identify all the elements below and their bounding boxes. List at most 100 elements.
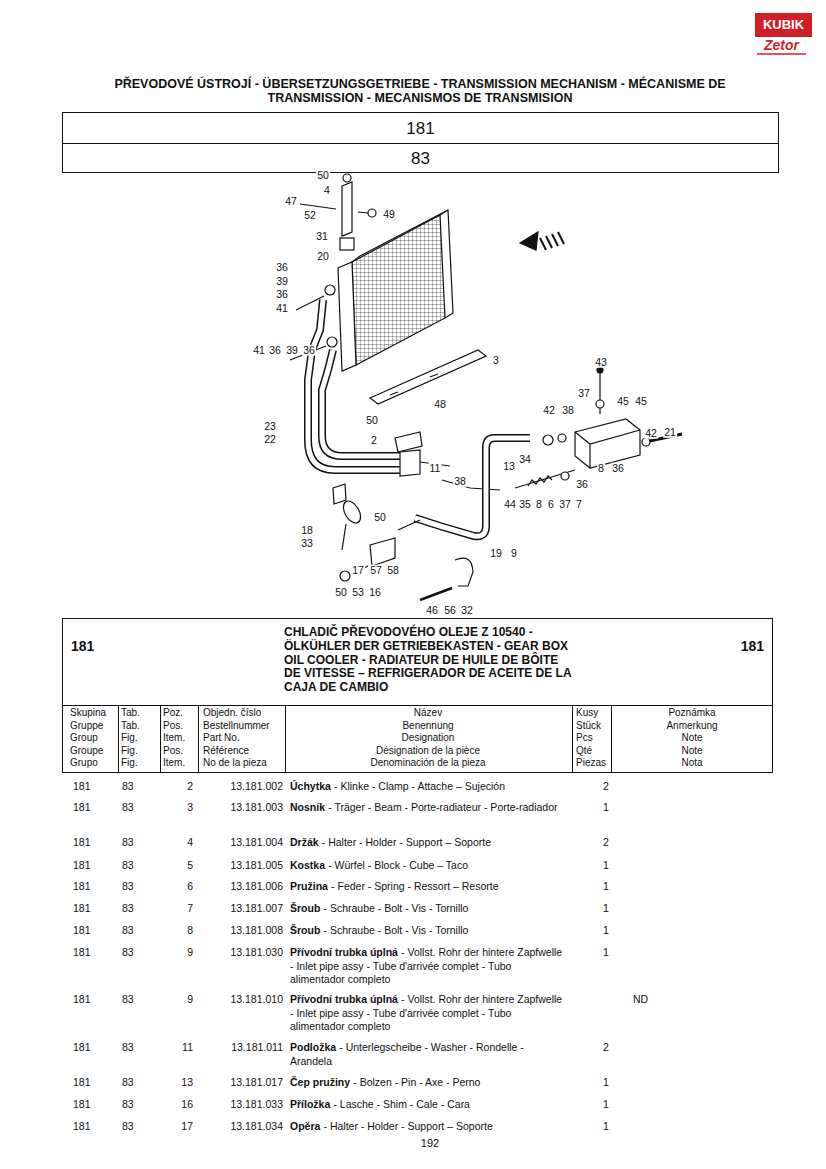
- column-header: Note: [681, 745, 702, 756]
- callout-number: 42: [644, 428, 658, 439]
- column-header: Poz.: [163, 707, 183, 718]
- description-cell: Úchytka- Klinke - Clamp - Attache – Suje…: [290, 780, 568, 794]
- callout-number: 23: [263, 421, 277, 432]
- description-cell: Nosník- Träger - Beam - Porte-radiateur …: [290, 801, 568, 815]
- callout-number: 32: [460, 605, 474, 616]
- quantity-cell: 1: [603, 801, 609, 815]
- callout-number: 18: [300, 525, 314, 536]
- callout-number: 33: [300, 538, 314, 549]
- callout-number: 36: [275, 289, 289, 300]
- quantity-cell: 1: [603, 859, 609, 873]
- bolt: [420, 588, 452, 600]
- column-header: Designation: [402, 732, 455, 743]
- column-header: Fig.: [121, 745, 138, 756]
- group-cell: 181: [73, 859, 91, 873]
- figure-cell: 83: [122, 1076, 134, 1090]
- part-name-cz: Podložka: [290, 1041, 336, 1053]
- part-name-translations: - Würfel - Block - Cube – Taco: [328, 859, 468, 871]
- callout-number: 36: [275, 262, 289, 273]
- part-number: 13.181.034: [230, 1120, 283, 1134]
- callout-number: 36: [575, 479, 589, 490]
- column-header: Benennung: [402, 720, 453, 731]
- item-cell: 17: [181, 1120, 193, 1134]
- note-cell: ND: [633, 993, 648, 1007]
- callout-number: 37: [577, 388, 591, 399]
- arrow-hatch: [540, 232, 564, 250]
- part-name-translations: - Träger - Beam - Porte-radiateur - Port…: [328, 801, 557, 813]
- column-header: Fig.: [121, 732, 138, 743]
- sender: [340, 498, 364, 526]
- part-name-cz: Kostka: [290, 859, 325, 871]
- item-cell: 2: [187, 780, 193, 794]
- outlet-pipe: [415, 438, 530, 536]
- callout-number: 48: [433, 399, 447, 410]
- figure-cell: 83: [122, 1041, 134, 1055]
- part-name-cz: Čep pružiny: [290, 1076, 350, 1088]
- washer: [558, 434, 566, 442]
- column-header: Pos.: [163, 720, 183, 731]
- part-number: 13.181.010: [230, 993, 283, 1007]
- part-name-translations: - Lasche - Shim - Cale - Cara: [333, 1098, 470, 1110]
- item-cell: 11: [182, 1041, 193, 1055]
- part-number: 13.181.008: [230, 924, 283, 938]
- rubber-block: [340, 238, 354, 250]
- logo-underline: [757, 53, 806, 55]
- item-cell: 16: [181, 1098, 193, 1112]
- figure-number-box: 83: [62, 143, 779, 173]
- part-name-cz: Úchytka: [290, 780, 331, 792]
- valve-block-edges: [575, 430, 640, 468]
- figure-cell: 83: [122, 836, 134, 850]
- logo-brand: Zetor: [764, 38, 799, 52]
- part-number: 13.181.033: [230, 1098, 283, 1112]
- group-number-box: 181: [62, 112, 779, 144]
- column-header: Bestellnummer: [203, 720, 270, 731]
- callout-number: 56: [443, 605, 457, 616]
- header-number: 83: [63, 150, 778, 167]
- column-header: Qté: [576, 745, 592, 756]
- callout-number: 21: [663, 427, 677, 438]
- item-cell: 4: [187, 836, 193, 850]
- callout-number: 3: [492, 355, 500, 366]
- callout-number: 45: [616, 396, 630, 407]
- item-cell: 5: [187, 859, 193, 873]
- figure-cell: 83: [122, 902, 134, 916]
- quantity-cell: 1: [603, 946, 609, 960]
- bolt-head: [597, 367, 603, 373]
- callout-number: 4: [323, 185, 331, 196]
- figure-cell: 83: [122, 924, 134, 938]
- callout-number: 36: [268, 345, 282, 356]
- column-header: Groupe: [70, 745, 103, 756]
- part-name-cz: Příložka: [290, 1098, 330, 1110]
- item-cell: 13: [181, 1076, 193, 1090]
- description-cell: Opěra- Halter - Holder - Support – Sopor…: [290, 1120, 568, 1134]
- column-header: Group: [70, 732, 98, 743]
- figure-cell: 83: [122, 801, 134, 815]
- description-cell: Příložka- Lasche - Shim - Cale - Cara: [290, 1098, 568, 1112]
- spring-pin: [515, 470, 575, 488]
- return-pipe: [322, 350, 400, 456]
- part-name-cz: Držák: [290, 836, 319, 848]
- column-header: Anmerkung: [666, 720, 717, 731]
- part-name-cz: Opěra: [290, 1120, 320, 1132]
- column-header: Item.: [163, 732, 185, 743]
- quantity-cell: 1: [603, 924, 609, 938]
- hex-nut: [340, 571, 350, 581]
- callout-number: 35: [518, 499, 532, 510]
- column-header: Pos.: [163, 745, 183, 756]
- sender-stem: [342, 524, 346, 550]
- part-number: 13.181.006: [230, 880, 283, 894]
- nut: [543, 435, 553, 445]
- callout-number: 8: [597, 463, 605, 474]
- callout-number: 53: [351, 587, 365, 598]
- return-pipe-outline: [322, 350, 400, 456]
- direction-arrow: [520, 232, 564, 250]
- callout-number: 11: [429, 463, 442, 474]
- callout-number: 50: [334, 587, 348, 598]
- description-cell: Držák- Halter - Holder - Support – Sopor…: [290, 836, 568, 850]
- column-header: Denominación de la pieza: [370, 757, 485, 768]
- callout-number: 7: [575, 499, 583, 510]
- callout-number: 52: [303, 210, 317, 221]
- part-name-cz: Přívodní trubka úplná: [290, 993, 398, 1005]
- logo-text: KUBIK: [755, 18, 812, 31]
- bolt-head: [343, 174, 351, 182]
